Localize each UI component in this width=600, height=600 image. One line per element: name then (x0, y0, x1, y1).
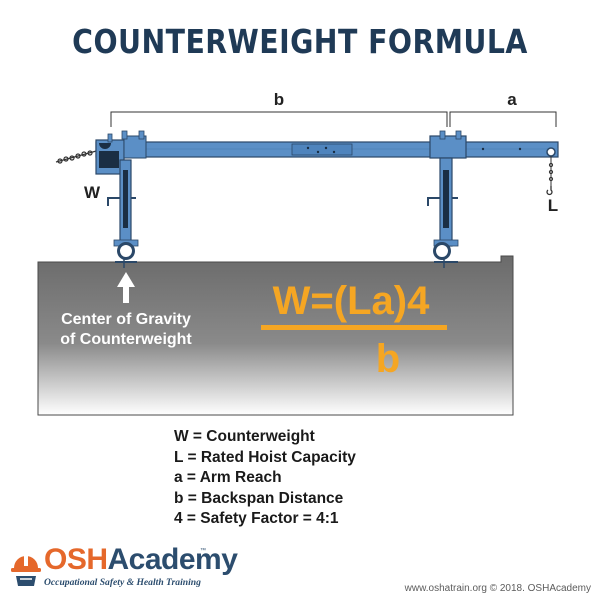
brand-name: OSHAcademy (44, 543, 238, 577)
tieback-chain (55, 149, 101, 164)
formula-fraction-bar (261, 325, 447, 330)
center-of-gravity-arrow (117, 272, 135, 303)
load-label: L (548, 196, 558, 215)
brand-tagline: Occupational Safety & Health Training (44, 577, 201, 588)
brand-academy: Academy (107, 543, 238, 576)
brand-logo: OSHAcademy ™ Occupational Safety & Healt… (10, 543, 238, 592)
page-title: COUNTERWEIGHT FORMULA (72, 22, 528, 61)
dimension-a (449, 111, 557, 127)
legend-item: a = Arm Reach (174, 469, 282, 487)
legend-item: W = Counterweight (174, 428, 315, 445)
rear-mast (95, 130, 147, 268)
center-of-gravity-line2: of Counterweight (60, 331, 192, 348)
brand-trademark: ™ (200, 548, 206, 554)
counterweight-label: W (84, 183, 101, 202)
dimension-a-label: a (507, 90, 517, 109)
center-of-gravity-line1: Center of Gravity (61, 311, 191, 328)
legend-item: L = Rated Hoist Capacity (174, 448, 356, 466)
footer-credit: www.oshatrain.org © 2018. OSHAcademy (404, 583, 591, 594)
legend: W = Counterweight L = Rated Hoist Capaci… (174, 427, 356, 530)
formula-numerator: W=(La)4 (273, 279, 430, 323)
hard-hat-icon (11, 555, 41, 586)
legend-item: b = Backspan Distance (174, 489, 344, 507)
roof-slab (37, 255, 514, 416)
dimension-b-label: b (274, 90, 284, 109)
dimension-b (110, 111, 448, 127)
formula-denominator: b (376, 337, 400, 381)
load-hook (546, 156, 554, 196)
outrigger-beam (95, 141, 559, 158)
brand-osh: OSH (44, 543, 108, 576)
legend-item: 4 = Safety Factor = 4:1 (174, 510, 339, 528)
front-mast (427, 130, 467, 268)
